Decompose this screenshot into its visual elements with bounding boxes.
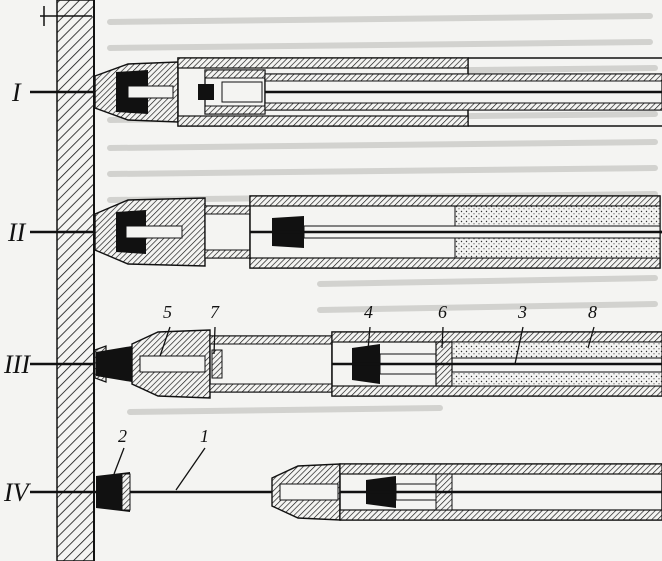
callout-2: 2 — [118, 426, 127, 446]
stage-ii-assembly — [30, 195, 662, 269]
stage-iv-assembly — [30, 463, 662, 521]
stage-label-iii: III — [3, 350, 31, 379]
stage-iii-assembly — [30, 329, 662, 399]
stage-label-i: I — [11, 78, 22, 107]
callout-1: 1 — [200, 426, 209, 446]
callout-7: 7 — [210, 302, 220, 322]
callout-6: 6 — [438, 302, 447, 322]
callout-4: 4 — [364, 302, 373, 322]
callout-3: 3 — [517, 302, 527, 322]
wall — [40, 0, 95, 561]
wall-section — [56, 0, 95, 561]
stage-label-ii: II — [7, 218, 27, 247]
callout-leaders — [113, 326, 595, 491]
stage-label-iv: IV — [3, 478, 32, 507]
callout-5: 5 — [163, 302, 172, 322]
stage-i-assembly — [30, 57, 662, 127]
callout-8: 8 — [588, 302, 597, 322]
